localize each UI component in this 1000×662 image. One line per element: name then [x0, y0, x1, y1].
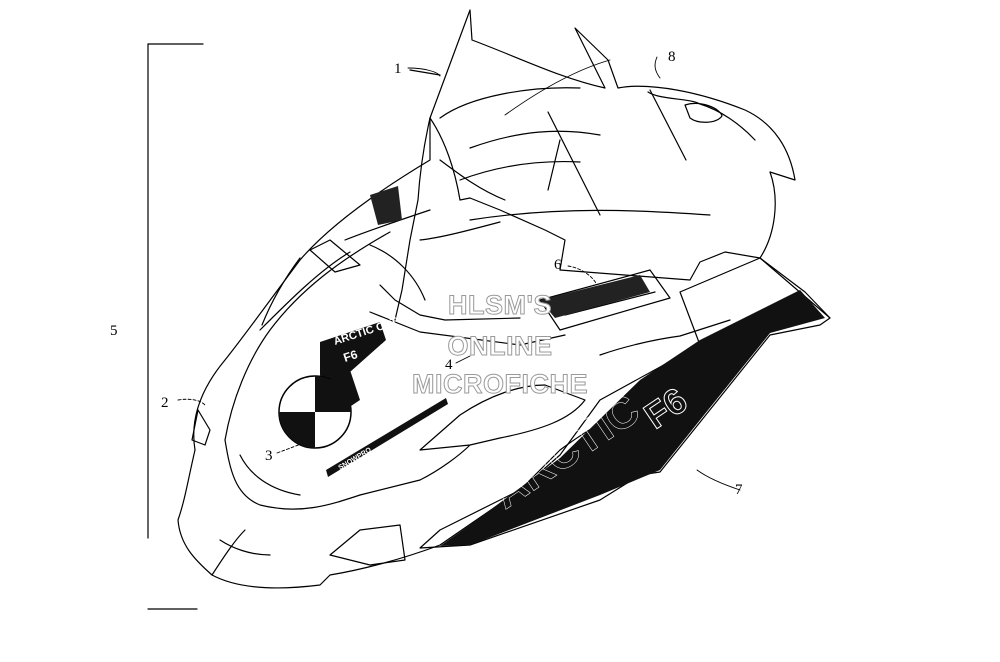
callout-6: 6 [554, 257, 562, 273]
callout-7: 7 [735, 482, 743, 498]
hood-body [177, 117, 761, 589]
side-panel [419, 257, 831, 549]
roundel-stem [330, 370, 360, 408]
roundel-quarter-b [279, 412, 315, 448]
watermark-line-1: HLSM'S [448, 290, 552, 320]
vent-decal [540, 275, 650, 318]
callout-2: 2 [161, 395, 169, 411]
callout-3: 3 [265, 448, 273, 464]
callout-4: 4 [445, 357, 453, 373]
decals [278, 186, 825, 546]
side-vent [370, 186, 402, 225]
hood-strip [326, 398, 448, 477]
assembly-bracket [147, 43, 204, 610]
watermark-line-2: ONLINE [447, 331, 553, 361]
roundel-quarter-a [315, 376, 351, 412]
leader-lines [177, 56, 741, 491]
callout-5: 5 [110, 323, 118, 339]
hood-strip-text: SNOWPRO [337, 446, 373, 471]
windshield [409, 9, 796, 281]
callout-1: 1 [394, 61, 402, 77]
hood-badge-model-text: F6 [342, 347, 360, 365]
watermark-line-3: MICROFICHE [412, 369, 589, 399]
callout-8: 8 [668, 49, 676, 65]
side-decal [440, 290, 825, 546]
